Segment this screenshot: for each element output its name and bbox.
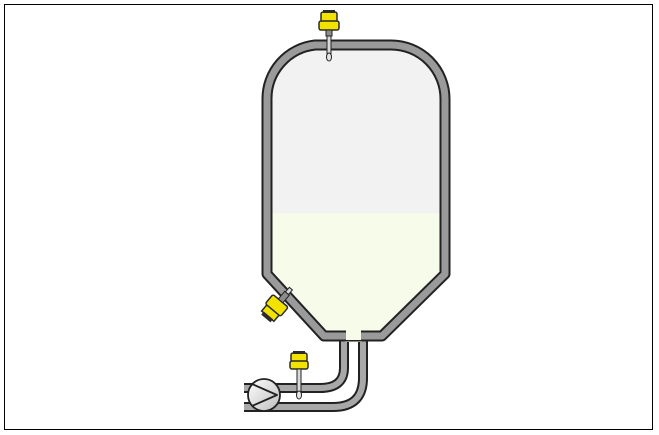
side-sensor <box>260 286 294 323</box>
pressure-vessel-tank <box>261 39 451 342</box>
tank-liquid <box>270 213 441 332</box>
top-sensor <box>318 10 340 62</box>
pump <box>247 378 281 412</box>
pipe-sensor <box>289 351 309 400</box>
